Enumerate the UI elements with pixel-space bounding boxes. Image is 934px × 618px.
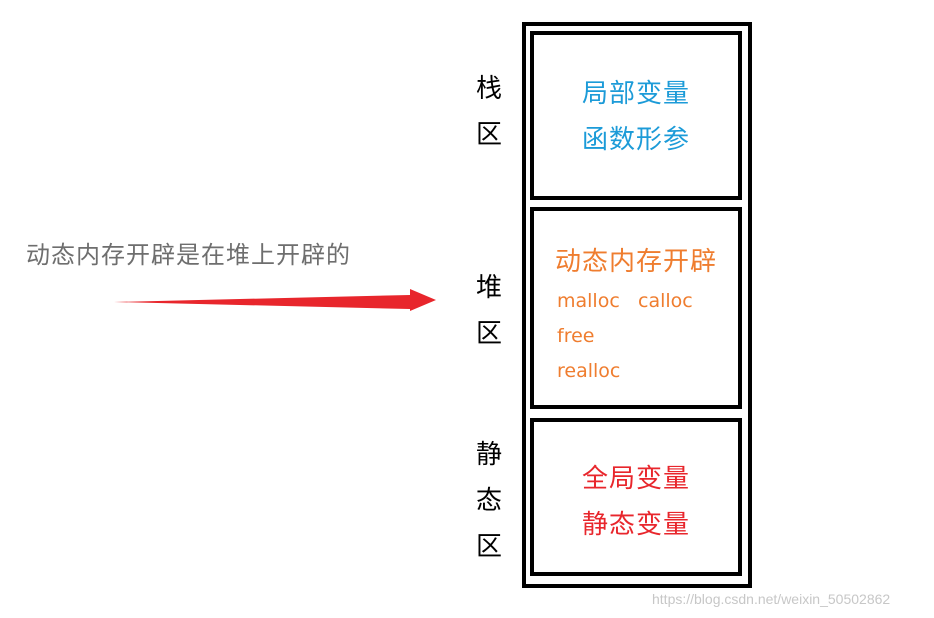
static-line-static-vars: 静态变量 (581, 510, 690, 540)
heap-fn-calloc: calloc (638, 290, 693, 312)
heap-region-label: 堆 区 (474, 267, 504, 350)
caption-heap-note: 动态内存开辟是在堆上开辟的 (26, 241, 351, 269)
static-line-global-vars: 全局变量 (581, 464, 690, 494)
arrow-head (410, 289, 436, 311)
static-region-label: 静 态 区 (474, 434, 504, 563)
stack-line-func-params: 函数形参 (581, 125, 690, 155)
stack-label-char: 区 (475, 120, 502, 150)
static-label-char: 静 (475, 440, 502, 470)
watermark: https://blog.csdn.net/weixin_50502862 (652, 591, 891, 607)
static-label-char: 态 (475, 486, 502, 516)
stack-label-char: 栈 (475, 74, 502, 104)
heap-fn-realloc: realloc (557, 360, 621, 382)
heap-label-char: 区 (475, 319, 502, 349)
heap-box: 动态内存开辟 malloc calloc free realloc (530, 207, 742, 409)
stack-box: 局部变量 函数形参 (530, 31, 742, 200)
heap-label-char: 堆 (475, 273, 502, 303)
stack-region-label: 栈 区 (474, 68, 504, 151)
static-label-char: 区 (475, 532, 502, 562)
arrow-to-heap (114, 289, 436, 311)
stack-line-local-vars: 局部变量 (581, 79, 690, 109)
arrow-shaft (114, 295, 410, 309)
memory-frame (522, 22, 752, 588)
heap-fn-free: free (557, 325, 595, 347)
heap-fn-malloc: malloc (557, 290, 620, 312)
heap-title: 动态内存开辟 (554, 247, 717, 277)
static-box: 全局变量 静态变量 (530, 418, 742, 576)
